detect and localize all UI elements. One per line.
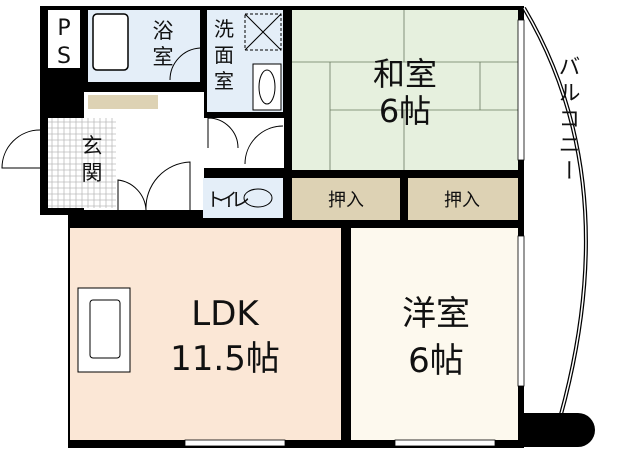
ldk-size: 11.5帖 bbox=[170, 339, 280, 379]
window-western-right bbox=[517, 235, 525, 387]
entrance-label-1: 玄 bbox=[82, 134, 103, 158]
closet-2 bbox=[408, 178, 518, 220]
balcony-label: バルコニー bbox=[555, 55, 580, 185]
kitchen-sink bbox=[89, 299, 121, 359]
window-western-bottom bbox=[394, 439, 496, 447]
window-ldk-bottom bbox=[184, 439, 286, 447]
closet-1-label: 押入 bbox=[328, 190, 364, 211]
bath-label-2: 室 bbox=[153, 45, 174, 69]
japanese-door bbox=[244, 125, 284, 165]
ldk-door bbox=[117, 161, 191, 212]
washing-machine-space bbox=[244, 13, 282, 51]
front-door bbox=[1, 129, 41, 169]
balcony-railing-inner bbox=[523, 7, 587, 419]
entrance-label-2: 関 bbox=[82, 161, 103, 185]
closet-2-label: 押入 bbox=[444, 190, 480, 211]
room-western bbox=[351, 228, 518, 440]
hall-to-rooms bbox=[204, 118, 284, 168]
sink-basin bbox=[258, 69, 276, 105]
washing-machine-cross bbox=[244, 13, 282, 51]
sink bbox=[252, 63, 282, 111]
ldk-name: LDK bbox=[191, 294, 260, 334]
western-room-size: 6帖 bbox=[408, 341, 464, 381]
entrance-tile-grid bbox=[48, 118, 116, 208]
washroom-label-2: 面 bbox=[214, 43, 234, 67]
ps-label-s: S bbox=[57, 44, 71, 69]
toilet-bowl bbox=[243, 188, 273, 208]
room-toilet bbox=[203, 178, 283, 218]
toilet-door bbox=[207, 117, 239, 149]
ps-label-p: P bbox=[57, 16, 70, 41]
japanese-room-name: 和室 bbox=[373, 55, 437, 93]
bath-label-1: 浴 bbox=[153, 19, 174, 43]
washroom-label-1: 洗 bbox=[214, 17, 234, 41]
ps-space bbox=[48, 10, 80, 68]
closet-1 bbox=[292, 178, 400, 220]
kitchen-counter bbox=[77, 287, 131, 373]
tatami-lines bbox=[292, 10, 518, 170]
window-japanese-right bbox=[517, 19, 525, 161]
washroom-label-3: 室 bbox=[214, 69, 234, 93]
bathtub bbox=[92, 13, 129, 71]
hall-shelf bbox=[88, 95, 158, 109]
bath-door bbox=[169, 47, 201, 81]
toilet-label: トイレ bbox=[206, 189, 250, 211]
balcony-end-wall bbox=[520, 413, 595, 447]
japanese-room-size: 6帖 bbox=[379, 92, 431, 130]
outside-cutout-left-bottom bbox=[40, 215, 68, 453]
western-room-name: 洋室 bbox=[402, 294, 470, 334]
